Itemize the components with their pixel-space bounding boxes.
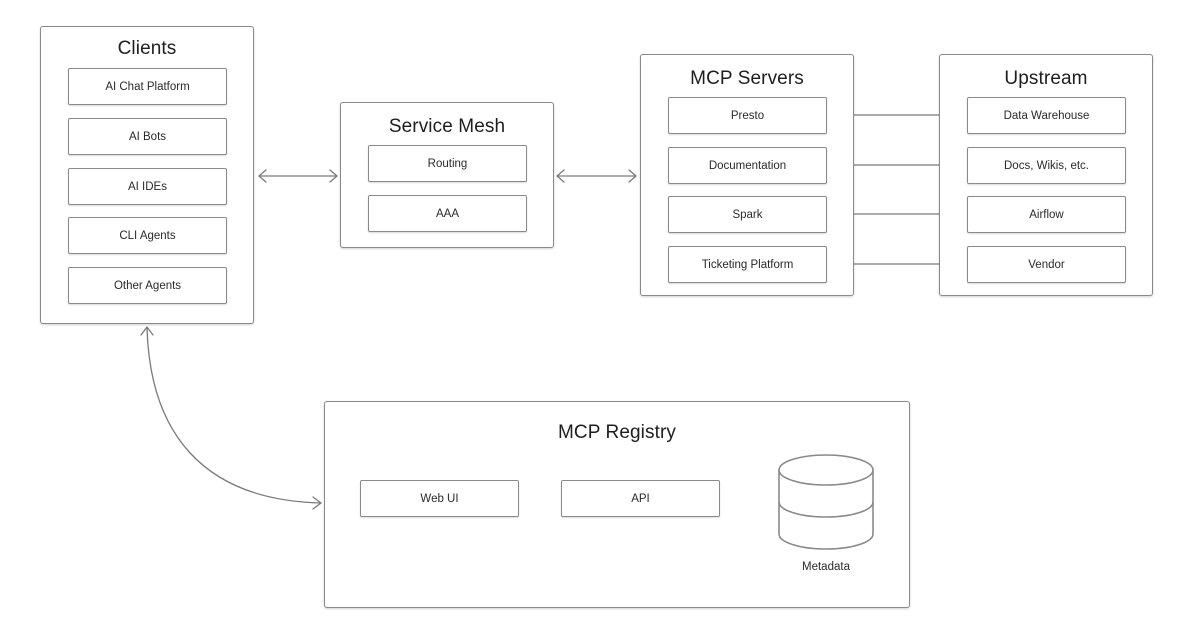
service-mesh-title: Service Mesh (388, 116, 506, 137)
clients-registry-arrow (140, 326, 322, 510)
upstream-data-warehouse: Data Warehouse (967, 97, 1126, 134)
client-ai-chat-platform: AI Chat Platform (68, 68, 227, 105)
mesh-aaa: AAA (368, 195, 527, 232)
upstream-docs-wikis: Docs, Wikis, etc. (967, 147, 1126, 184)
client-ai-ides: AI IDEs (68, 168, 227, 205)
mesh-servers-arrow (556, 169, 637, 183)
upstream-airflow: Airflow (967, 196, 1126, 233)
client-cli-agents: CLI Agents (68, 217, 227, 254)
database-icon (778, 454, 874, 550)
client-ai-bots: AI Bots (68, 118, 227, 155)
registry-web-ui: Web UI (360, 480, 519, 517)
mcp-servers-title: MCP Servers (690, 68, 804, 89)
metadata-label: Metadata (802, 561, 850, 573)
server-presto: Presto (668, 97, 827, 134)
server-spark: Spark (668, 196, 827, 233)
clients-mesh-arrow (258, 169, 338, 183)
service-mesh-group: Service Mesh Routing AAA (340, 102, 554, 248)
upstream-group: Upstream Data Warehouse Docs, Wikis, etc… (939, 54, 1153, 296)
upstream-title: Upstream (1004, 68, 1088, 89)
client-other-agents: Other Agents (68, 267, 227, 304)
server-ticketing-platform: Ticketing Platform (668, 246, 827, 283)
mcp-servers-group: MCP Servers Presto Documentation Spark T… (640, 54, 854, 296)
mesh-routing: Routing (368, 145, 527, 182)
clients-group: Clients AI Chat Platform AI Bots AI IDEs… (40, 26, 254, 324)
mcp-registry-title: MCP Registry (557, 422, 677, 443)
server-documentation: Documentation (668, 147, 827, 184)
registry-api: API (561, 480, 720, 517)
clients-title: Clients (117, 38, 177, 59)
upstream-vendor: Vendor (967, 246, 1126, 283)
